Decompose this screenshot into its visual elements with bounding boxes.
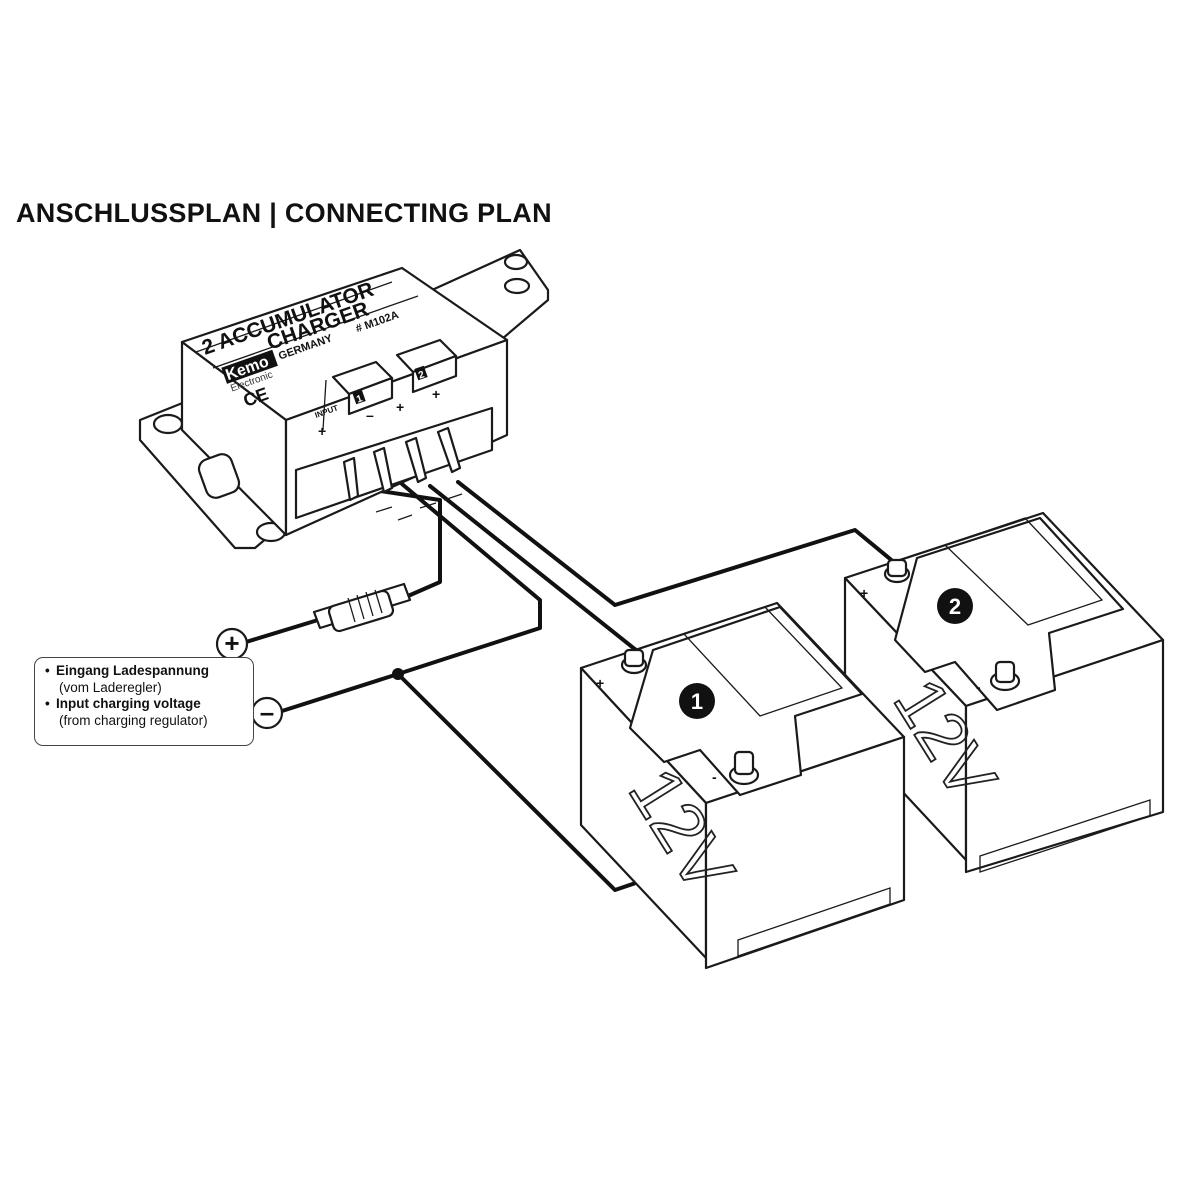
spade-terminals: [342, 426, 463, 521]
page-title: ANSCHLUSSPLAN | CONNECTING PLAN: [16, 198, 552, 228]
battery-2-number: 2: [949, 594, 961, 619]
junction-dot: [392, 668, 404, 680]
fuse-icon: [312, 582, 412, 633]
svg-text:–: –: [260, 697, 274, 727]
mount-hole: [152, 413, 184, 435]
input-voltage-legend: •Eingang Ladespannung (vom Laderegler) •…: [34, 657, 254, 746]
terminal-sign-3: +: [396, 399, 404, 415]
battery-2-minus: -: [976, 679, 981, 695]
wire-out-1: [428, 484, 638, 652]
battery-2-plus: +: [860, 585, 868, 601]
legend-title-de: Eingang Ladespannung: [56, 663, 210, 678]
charger-module: 2 ACCUMULATOR CHARGER Kemo GERMANY # M10…: [138, 248, 550, 550]
battery-1-number: 1: [691, 689, 703, 714]
legend-note-de: (vom Laderegler): [59, 679, 162, 695]
mount-hole: [503, 253, 529, 271]
svg-text:2: 2: [417, 369, 426, 381]
legend-title-en: Input charging voltage: [56, 696, 201, 711]
wire-input-plus: [244, 486, 442, 644]
plus-terminal-icon: +: [215, 627, 249, 661]
terminal-sign-2: –: [366, 407, 374, 423]
wire-out-2: [456, 480, 897, 607]
svg-text:1: 1: [355, 393, 364, 405]
terminal-sign-1: +: [318, 423, 326, 439]
wire-input-minus: [280, 482, 542, 713]
battery-1-badge: [679, 683, 715, 719]
terminal-sign-4: +: [432, 386, 440, 402]
battery-1-minus: -: [712, 769, 717, 785]
battery-slot-icon-1: 1: [331, 360, 394, 416]
battery-2-badge: [937, 588, 973, 624]
battery-icon: + - 1 12V: [579, 601, 906, 970]
legend-item: •Input charging voltage: [45, 696, 201, 711]
mount-hole: [503, 277, 531, 295]
legend-item: •Eingang Ladespannung: [45, 663, 210, 678]
svg-text:+: +: [224, 628, 239, 658]
battery-1-plus: +: [596, 675, 604, 691]
battery-slot-icon-2: 2: [395, 338, 458, 394]
minus-terminal-icon: –: [250, 696, 284, 730]
legend-note-en: (from charging regulator): [59, 712, 208, 728]
